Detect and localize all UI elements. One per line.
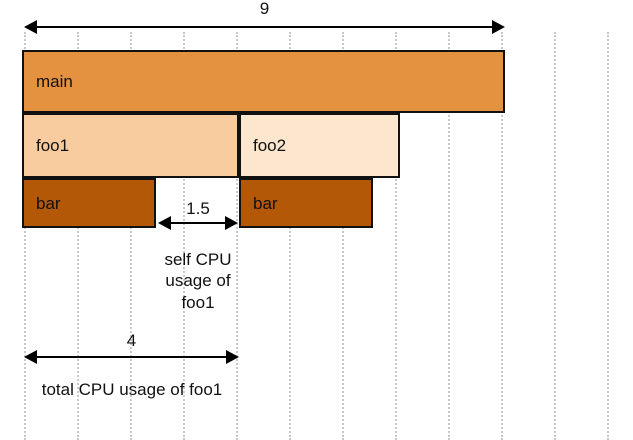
measure-value-total-cpu-foo1: 4 <box>126 331 137 350</box>
arrow-head-right-icon <box>225 216 238 230</box>
measure-arrow-self-cpu-foo1 <box>158 216 238 230</box>
measure-arrow-total-cpu-foo1 <box>24 350 239 364</box>
caption-self-cpu-foo1-caption: self CPU usage of foo1 <box>164 250 232 312</box>
arrow-shaft <box>33 356 230 358</box>
gridline <box>554 32 556 440</box>
flame-frame-label: main <box>36 72 73 91</box>
flame-frame-foo1[interactable]: foo1 <box>22 113 239 178</box>
arrow-head-left-icon <box>24 350 37 364</box>
arrow-head-left-icon <box>24 20 37 34</box>
measure-arrow-total-width <box>24 20 505 34</box>
flame-frame-bar-under-foo1[interactable]: bar <box>22 178 156 228</box>
gridline <box>607 32 609 440</box>
caption-total-cpu-foo1-caption: total CPU usage of foo1 <box>41 380 223 399</box>
flame-frame-label: foo1 <box>36 136 70 155</box>
measure-value-total-width: 9 <box>259 0 270 18</box>
arrow-shaft <box>33 26 496 28</box>
arrow-head-right-icon <box>226 350 239 364</box>
flame-frame-label: bar <box>36 193 61 213</box>
arrow-head-right-icon <box>492 20 505 34</box>
measure-value-self-cpu-foo1: 1.5 <box>186 199 210 218</box>
flame-frame-main[interactable]: main <box>22 50 505 113</box>
flame-frame-label: foo2 <box>253 136 287 155</box>
flame-frame-bar-under-foo2[interactable]: bar <box>239 178 373 228</box>
arrow-head-left-icon <box>158 216 171 230</box>
arrow-shaft <box>167 222 229 224</box>
flame-frame-label: bar <box>253 193 278 213</box>
flame-frame-foo2[interactable]: foo2 <box>239 113 400 178</box>
